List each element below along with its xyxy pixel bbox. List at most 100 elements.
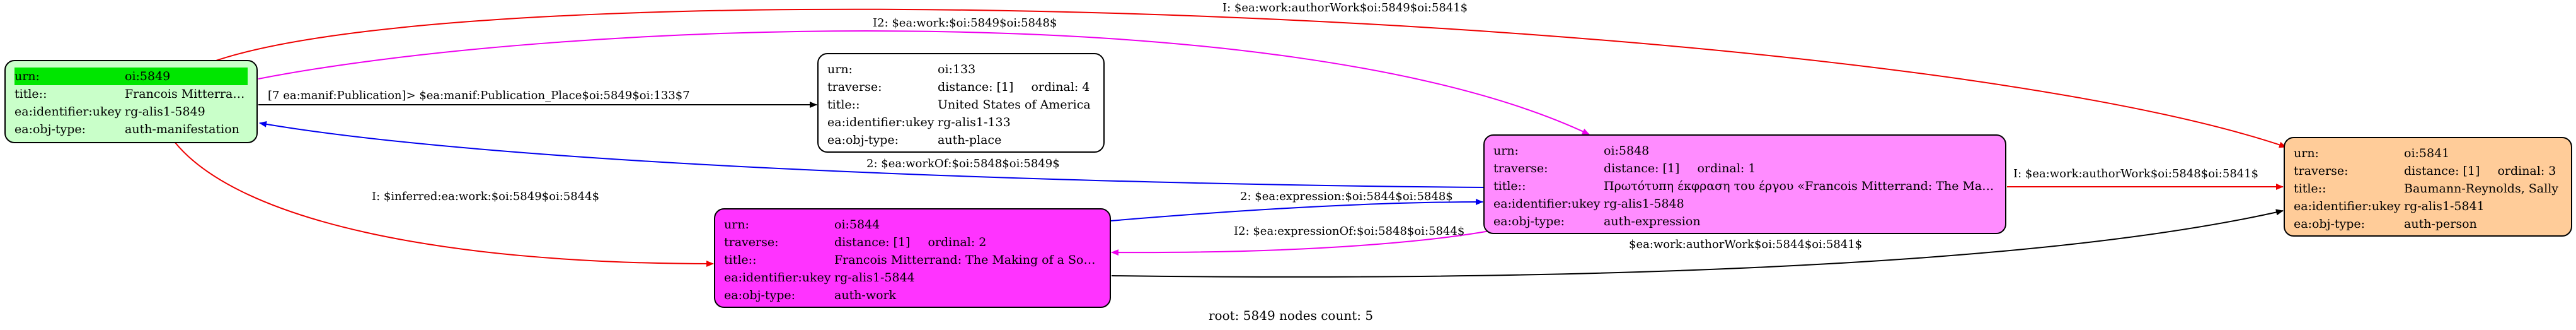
node-key: ea:identifier:ukey: [2294, 199, 2401, 213]
node-key: ea:identifier:ukey: [1493, 197, 1601, 211]
edge-label-5849-133: [7 ea:manif:Publication]> $ea:manif:Publ…: [268, 89, 690, 102]
node-row-title: title:: Πρωτότυπη έκφραση του έργου «Fra…: [1493, 177, 1996, 195]
node-ordinal: ordinal: 1: [1697, 162, 1756, 175]
node-value: distance: [1] ordinal: 4: [938, 78, 1095, 96]
node-key: urn:: [1493, 144, 1519, 158]
node-row-ukey: ea:identifier:ukey rg-alis1-5848: [1493, 195, 1996, 213]
node-133[interactable]: urn: oi:133 traverse: distance: [1] ordin…: [817, 53, 1105, 153]
node-key: title::: [724, 253, 757, 267]
node-key: traverse:: [1493, 162, 1548, 175]
node-row-traverse: traverse: distance: [1] ordinal: 4: [827, 78, 1095, 96]
node-key: ea:obj-type:: [2294, 217, 2366, 231]
edge-5844-5848: [1110, 199, 1483, 221]
node-key: title::: [14, 87, 47, 101]
edge-label-5849-5844: I: $inferred:ea:work:$oi:5849$oi:5844$: [372, 190, 600, 203]
node-value: auth-manifestation: [125, 122, 239, 136]
node-value: distance: [1] ordinal: 1: [1604, 160, 1996, 177]
node-value: auth-expression: [1604, 215, 1701, 228]
edge-label-5848-5841: I: $ea:work:authorWork$oi:5848$oi:5841$: [2013, 167, 2259, 180]
node-value: oi:133: [938, 62, 976, 76]
node-key: ea:obj-type:: [827, 133, 899, 147]
edge-5849-5844: [175, 142, 714, 267]
node-value: rg-alis1-5849: [125, 105, 205, 119]
node-5849[interactable]: urn: oi:5849 title:: Francois Mitterrand…: [4, 60, 258, 143]
node-row-objtype: ea:obj-type: auth-work: [724, 286, 1101, 304]
node-value: oi:5841: [2404, 146, 2450, 160]
node-value: distance: [1] ordinal: 3: [2404, 162, 2562, 180]
node-key: ea:obj-type:: [724, 288, 796, 302]
node-row-ukey: ea:identifier:ukey rg-alis1-5844: [724, 269, 1101, 286]
node-5841[interactable]: urn: oi:5841 traverse: distance: [1] ordi…: [2284, 137, 2572, 237]
node-row-ukey: ea:identifier:ukey rg-alis1-5841: [2294, 197, 2562, 215]
edge-5849-5841: [214, 8, 2287, 148]
graph-footer: root: 5849 nodes count: 5: [1209, 308, 1374, 323]
node-ordinal: ordinal: 4: [1031, 80, 1090, 94]
node-value: rg-alis1-5844: [834, 271, 915, 285]
edge-label-5849-5848: I2: $ea:work:$oi:5849$oi:5848$: [873, 16, 1057, 30]
node-key: ea:identifier:ukey: [14, 105, 122, 119]
node-row-ukey: ea:identifier:ukey rg-alis1-5849: [14, 103, 248, 121]
edge-label-5844-5841: $ea:work:authorWork$oi:5844$oi:5841$: [1629, 238, 1863, 251]
node-key: urn:: [827, 62, 853, 76]
node-distance: distance: [1]: [938, 80, 1014, 94]
node-value: distance: [1] ordinal: 2: [834, 233, 1101, 251]
node-value: auth-place: [938, 133, 1002, 147]
node-row-title: title:: Francois Mitterrand: [14, 85, 248, 103]
edge-5849-5848: [258, 30, 1590, 135]
edge-5848-5849: [259, 121, 1485, 188]
node-key: ea:obj-type:: [14, 122, 86, 136]
node-row-urn: urn: oi:5848: [1493, 142, 1996, 160]
node-row-traverse: traverse: distance: [1] ordinal: 2: [724, 233, 1101, 251]
node-key: urn:: [2294, 146, 2319, 160]
node-value: Πρωτότυπη έκφραση του έργου «Francois Mi…: [1604, 179, 1996, 193]
node-ordinal: ordinal: 3: [2497, 164, 2556, 178]
node-key: traverse:: [2294, 164, 2349, 178]
node-ordinal: ordinal: 2: [928, 235, 987, 249]
node-key: traverse:: [724, 235, 779, 249]
node-distance: distance: [1]: [1604, 162, 1680, 175]
node-distance: distance: [1]: [834, 235, 911, 249]
node-row-objtype: ea:obj-type: auth-expression: [1493, 213, 1996, 230]
node-5848[interactable]: urn: oi:5848 traverse: distance: [1] ordi…: [1483, 134, 2006, 234]
edge-label-5844-5848: 2: $ea:expression:$oi:5844$oi:5848$: [1240, 190, 1453, 203]
node-key: title::: [1493, 179, 1526, 193]
node-row-urn: urn: oi:133: [827, 61, 1095, 78]
node-value: auth-person: [2404, 217, 2477, 231]
edge-label-5849-5841: I: $ea:work:authorWork$oi:5849$oi:5841$: [1222, 1, 1468, 15]
node-key: ea:obj-type:: [1493, 215, 1565, 228]
node-value: oi:5849: [125, 69, 171, 83]
node-row-title: title:: Francois Mitterrand: The Making …: [724, 251, 1101, 269]
node-value: Baumann-Reynolds, Sally: [2404, 182, 2559, 196]
node-row-objtype: ea:obj-type: auth-place: [827, 131, 1095, 149]
node-row-title: title:: United States of America: [827, 96, 1095, 114]
node-row-traverse: traverse: distance: [1] ordinal: 3: [2294, 162, 2562, 180]
node-value: rg-alis1-5841: [2404, 199, 2485, 213]
node-5844[interactable]: urn: oi:5844 traverse: distance: [1] ordi…: [714, 208, 1111, 308]
edge-label-5848-5849: 2: $ea:workOf:$oi:5848$oi:5849$: [866, 157, 1060, 170]
node-distance: distance: [1]: [2404, 164, 2480, 178]
node-row-urn: urn: oi:5849: [14, 68, 248, 85]
edge-5844-5841: [1111, 209, 2284, 278]
node-key: title::: [2294, 182, 2326, 196]
node-key: ea:identifier:ukey: [724, 271, 831, 285]
node-value: Francois Mitterrand: [125, 87, 248, 101]
node-value: rg-alis1-133: [938, 115, 1011, 129]
node-key: traverse:: [827, 80, 882, 94]
node-key: urn:: [14, 69, 40, 83]
node-value: United States of America: [938, 98, 1091, 112]
node-row-urn: urn: oi:5844: [724, 216, 1101, 233]
node-key: ea:identifier:ukey: [827, 115, 934, 129]
node-key: urn:: [724, 218, 749, 232]
edge-5848-5844: [1111, 227, 1510, 256]
node-value: Francois Mitterrand: The Making of a Soc…: [834, 253, 1101, 267]
node-row-title: title:: Baumann-Reynolds, Sally: [2294, 180, 2562, 197]
node-row-traverse: traverse: distance: [1] ordinal: 1: [1493, 160, 1996, 177]
node-row-urn: urn: oi:5841: [2294, 144, 2562, 162]
node-row-ukey: ea:identifier:ukey rg-alis1-133: [827, 114, 1095, 131]
node-value: rg-alis1-5848: [1604, 197, 1684, 211]
node-row-objtype: ea:obj-type: auth-person: [2294, 215, 2562, 233]
edge-label-5848-5844: I2: $ea:expressionOf:$oi:5848$oi:5844$: [1234, 225, 1465, 238]
node-value: oi:5844: [834, 218, 880, 232]
node-key: title::: [827, 98, 860, 112]
